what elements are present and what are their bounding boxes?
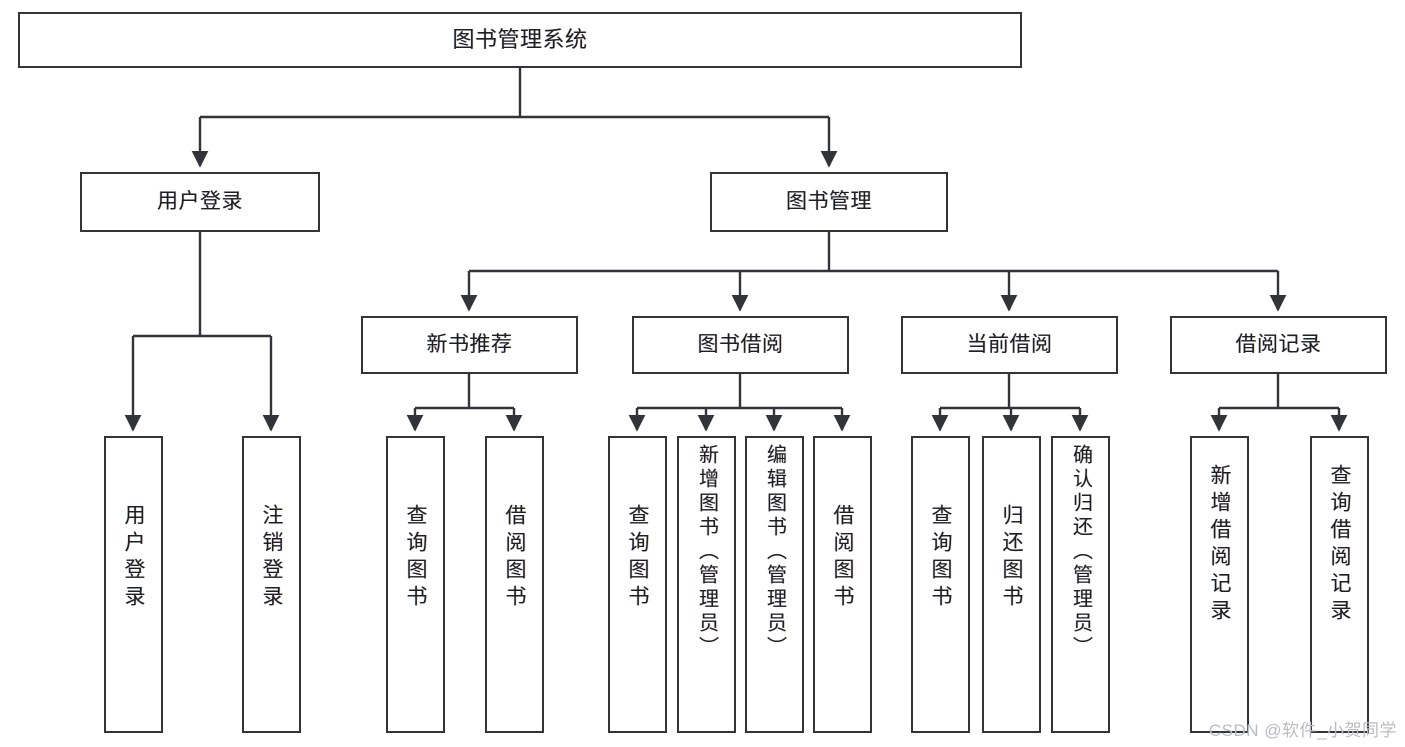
node-label: 新书推荐 [426, 332, 513, 356]
node-leaf-logout-login[interactable]: 注销登录 [242, 436, 301, 733]
node-user-login[interactable]: 用户登录 [80, 172, 320, 232]
node-label: 查询图书 [626, 504, 649, 612]
node-label: 查询借阅记录 [1328, 464, 1351, 626]
watermark-text: CSDN @软件_小贺同学 [1208, 721, 1397, 740]
node-leaf-query-borrow-record[interactable]: 查询借阅记录 [1310, 436, 1369, 733]
node-leaf-return-book[interactable]: 归还图书 [982, 436, 1041, 733]
node-label: 归还图书 [1000, 504, 1023, 612]
node-leaf-borrow-book[interactable]: 借阅图书 [813, 436, 872, 733]
node-leaf-query-book-borrow[interactable]: 查询图书 [608, 436, 667, 733]
node-root[interactable]: 图书管理系统 [18, 12, 1022, 68]
node-new-book-recommend[interactable]: 新书推荐 [361, 316, 578, 374]
node-leaf-confirm-return-admin[interactable]: 确认归还（管理员） [1051, 436, 1110, 733]
node-current-borrow[interactable]: 当前借阅 [901, 316, 1118, 374]
node-label: 新增图书（管理员） [695, 444, 718, 660]
node-label: 编辑图书（管理员） [763, 444, 786, 660]
node-label: 查询图书 [929, 504, 952, 612]
node-label: 图书管理系统 [452, 27, 588, 53]
node-book-borrow[interactable]: 图书借阅 [632, 316, 849, 374]
node-leaf-query-book-current[interactable]: 查询图书 [911, 436, 970, 733]
node-leaf-add-book-admin[interactable]: 新增图书（管理员） [677, 436, 736, 733]
node-label: 借阅图书 [831, 504, 854, 612]
node-label: 确认归还（管理员） [1069, 444, 1092, 660]
node-leaf-user-login[interactable]: 用户登录 [104, 436, 163, 733]
node-leaf-edit-book-admin[interactable]: 编辑图书（管理员） [745, 436, 804, 733]
node-label: 借阅记录 [1235, 332, 1322, 356]
node-borrow-record[interactable]: 借阅记录 [1170, 316, 1387, 374]
node-label: 当前借阅 [966, 332, 1053, 356]
node-leaf-borrow-book-recommend[interactable]: 借阅图书 [485, 436, 544, 733]
node-label: 借阅图书 [503, 504, 526, 612]
node-label: 查询图书 [404, 504, 427, 612]
node-leaf-add-borrow-record[interactable]: 新增借阅记录 [1190, 436, 1249, 733]
node-label: 图书借阅 [697, 332, 784, 356]
node-leaf-query-book-recommend[interactable]: 查询图书 [386, 436, 445, 733]
node-label: 新增借阅记录 [1208, 464, 1231, 626]
node-book-manage[interactable]: 图书管理 [710, 172, 948, 232]
node-label: 图书管理 [786, 189, 872, 213]
node-label: 用户登录 [157, 189, 243, 213]
node-label: 用户登录 [122, 504, 145, 612]
node-label: 注销登录 [260, 504, 283, 612]
